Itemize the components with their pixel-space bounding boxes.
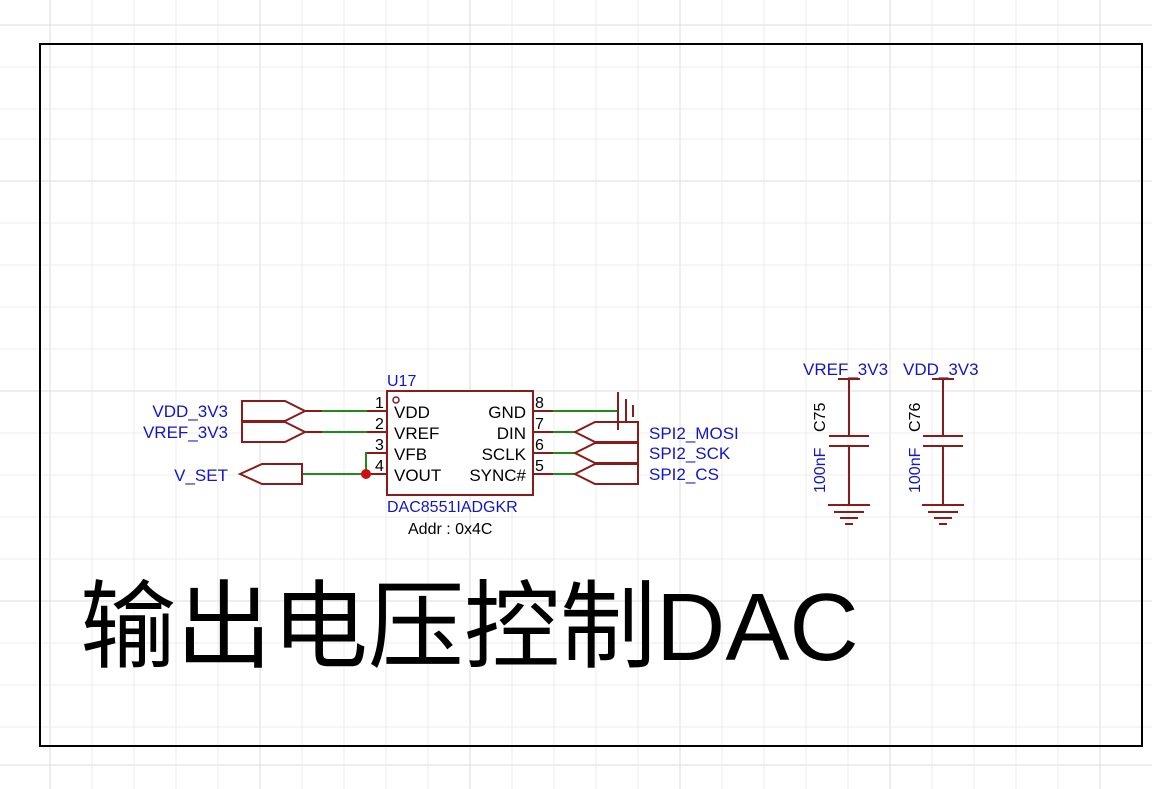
port-vdd-in[interactable] xyxy=(241,400,308,422)
net-label-vref-in: VREF_3V3 xyxy=(143,423,228,442)
pin-1-name: VDD xyxy=(394,403,430,422)
capacitor-c76[interactable]: VDD_3V3 C76 100nF xyxy=(903,360,979,525)
cap-c75-ref: C75 xyxy=(812,403,829,432)
capacitor-c75[interactable]: VREF_3V3 C75 100nF xyxy=(803,360,888,525)
wires xyxy=(302,410,618,475)
ic-part-number: DAC8551IADGKR xyxy=(387,499,518,516)
ic-body xyxy=(386,390,534,496)
pin-3-name: VFB xyxy=(394,445,427,464)
ic-ref: U17 xyxy=(387,373,416,390)
port-mosi[interactable] xyxy=(572,421,639,443)
net-label-vdd-in: VDD_3V3 xyxy=(152,402,228,421)
pin-2-num: 2 xyxy=(375,416,384,433)
capacitor-icon xyxy=(922,378,964,525)
net-label-c75-top: VREF_3V3 xyxy=(803,360,888,379)
net-label-c76-top: VDD_3V3 xyxy=(903,360,979,379)
pin-2-name: VREF xyxy=(394,424,439,443)
ground-icon xyxy=(617,392,634,430)
net-label-sck: SPI2_SCK xyxy=(649,444,731,463)
port-vset[interactable] xyxy=(237,463,303,485)
net-label-mosi: SPI2_MOSI xyxy=(649,424,739,443)
capacitor-icon xyxy=(828,378,870,525)
pin-7-name: DIN xyxy=(497,424,526,443)
pin-5-num: 5 xyxy=(535,458,544,475)
pin-8-num: 8 xyxy=(535,395,544,412)
net-label-cs: SPI2_CS xyxy=(649,465,719,484)
pin-5-name: SYNC# xyxy=(469,466,526,485)
pin-8-name: GND xyxy=(488,403,526,422)
pin-4-name: VOUT xyxy=(394,466,441,485)
pin-6-name: SCLK xyxy=(482,445,527,464)
port-cs[interactable] xyxy=(572,463,639,485)
junction-dot xyxy=(361,469,371,479)
ic-u17[interactable]: U17 DAC8551IADGKR Addr : 0x4C 1 2 3 4 VD… xyxy=(367,373,553,538)
port-sck[interactable] xyxy=(572,442,639,464)
cap-c76-value: 100nF xyxy=(907,447,924,493)
pin-3-num: 3 xyxy=(375,437,384,454)
sheet-title: 输出电压控制DAC xyxy=(80,574,859,681)
pin-6-num: 6 xyxy=(535,437,544,454)
pin1-marker xyxy=(392,396,400,404)
pin-4-num: 4 xyxy=(375,458,384,475)
pin-1-num: 1 xyxy=(375,395,384,412)
sheet-frame xyxy=(39,43,1143,747)
net-label-vset: V_SET xyxy=(174,466,228,485)
pin-7-num: 7 xyxy=(535,416,544,433)
cap-c75-value: 100nF xyxy=(812,447,829,493)
ic-addr: Addr : 0x4C xyxy=(408,521,492,538)
port-vref-in[interactable] xyxy=(241,421,308,443)
cap-c76-ref: C76 xyxy=(907,403,924,432)
